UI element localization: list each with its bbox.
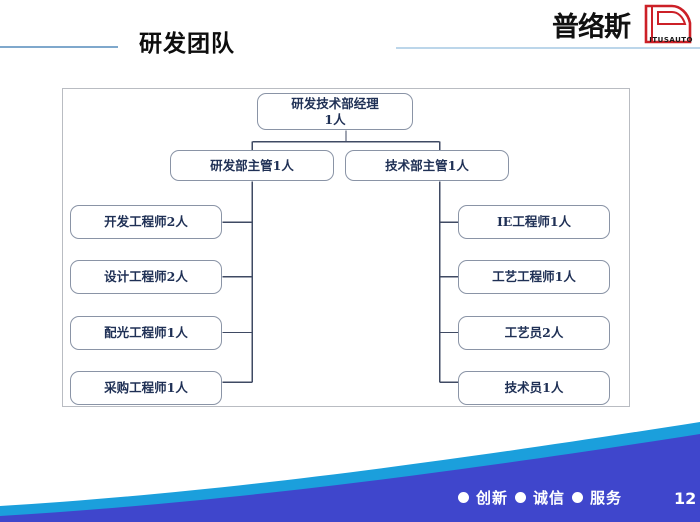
org-node-label: 采购工程师1人 (104, 380, 188, 396)
header-rule-left (0, 46, 118, 48)
footer-slogan: 创新 诚信 服务 (458, 487, 622, 508)
org-node-root-line1: 研发技术部经理 (291, 95, 379, 111)
org-node-supervisor-rd[interactable]: 研发部主管1人 (170, 150, 334, 181)
logo-wordmark: 普络斯 (552, 12, 631, 43)
bullet-dot-icon (572, 492, 584, 503)
org-node-root[interactable]: 研发技术部经理 1人 (257, 93, 413, 130)
org-node-ie-engineer[interactable]: IE工程师1人 (458, 205, 610, 239)
slogan-word-1: 创新 (476, 489, 509, 507)
org-node-label: 技术部主管1人 (385, 157, 469, 173)
page-number: 12 (674, 489, 697, 508)
org-node-label: 研发部主管1人 (210, 157, 294, 173)
header-rule-right (396, 47, 700, 49)
truck-outline-icon (644, 4, 692, 44)
org-node-label: 配光工程师1人 (104, 325, 188, 341)
org-node-label: 工艺工程师1人 (492, 269, 576, 285)
bullet-dot-icon (458, 492, 469, 503)
company-logo: 普络斯 ITUSAUTO (552, 3, 694, 45)
bullet-dot-icon (515, 492, 527, 503)
slogan-word-3: 服务 (590, 489, 623, 507)
org-node-label: 设计工程师2人 (104, 269, 188, 285)
org-node-process-engineer[interactable]: 工艺工程师1人 (458, 260, 610, 294)
org-node-dev-engineer[interactable]: 开发工程师2人 (70, 205, 222, 239)
org-node-process-staff[interactable]: 工艺员2人 (458, 316, 610, 350)
org-node-optics-engineer[interactable]: 配光工程师1人 (70, 316, 222, 350)
org-node-label: 工艺员2人 (504, 325, 564, 341)
org-node-label: IE工程师1人 (496, 214, 572, 230)
org-node-label: 技术员1人 (504, 380, 564, 396)
logo-subtext: ITUSAUTO (649, 36, 693, 44)
org-node-label: 开发工程师2人 (104, 214, 188, 230)
org-node-purchasing-engineer[interactable]: 采购工程师1人 (70, 371, 222, 405)
org-node-supervisor-tech[interactable]: 技术部主管1人 (345, 150, 509, 181)
org-node-design-engineer[interactable]: 设计工程师2人 (70, 260, 222, 294)
org-node-root-line2: 1人 (324, 111, 346, 127)
org-chart-connectors (222, 130, 470, 383)
page-title: 研发团队 (139, 31, 235, 57)
org-node-technician[interactable]: 技术员1人 (458, 371, 610, 405)
slogan-word-2: 诚信 (533, 489, 566, 507)
org-chart-frame (62, 88, 630, 407)
